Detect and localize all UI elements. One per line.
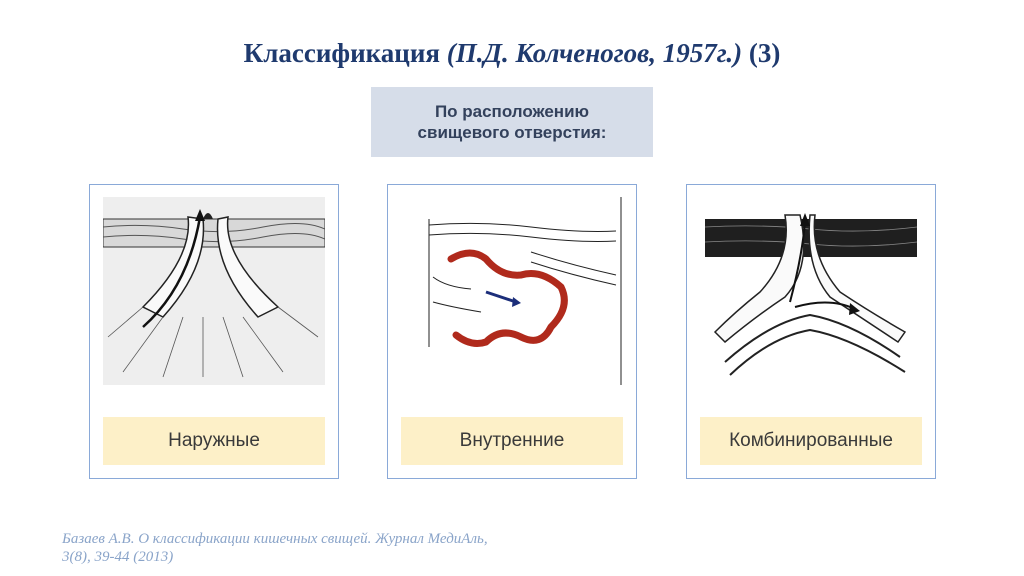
card-combined: Комбинированные <box>686 184 936 479</box>
label-combined: Комбинированные <box>700 417 922 465</box>
title-suffix: (3) <box>749 38 780 68</box>
label-external: Наружные <box>103 417 325 465</box>
card-internal: Внутренние <box>387 184 637 479</box>
subtitle-box: По расположению свищевого отверстия: <box>371 87 653 157</box>
subtitle-line-2: свищевого отверстия: <box>418 122 607 143</box>
external-fistula-illustration <box>103 197 325 385</box>
card-external: Наружные <box>89 184 339 479</box>
title-main: Классификация <box>244 38 440 68</box>
internal-fistula-illustration <box>401 197 623 385</box>
combined-fistula-illustration <box>700 197 922 385</box>
subtitle-line-1: По расположению <box>435 101 589 122</box>
reference-citation: Базаев А.В. О классификации кишечных сви… <box>62 530 582 566</box>
slide-title: Классификация (П.Д. Колченогов, 1957г.) … <box>0 38 1024 69</box>
reference-line-2: 3(8), 39-44 (2013) <box>62 548 582 566</box>
label-internal: Внутренние <box>401 417 623 465</box>
reference-line-1: Базаев А.В. О классификации кишечных сви… <box>62 530 582 548</box>
title-author: (П.Д. Колченогов, 1957г.) <box>447 38 742 68</box>
